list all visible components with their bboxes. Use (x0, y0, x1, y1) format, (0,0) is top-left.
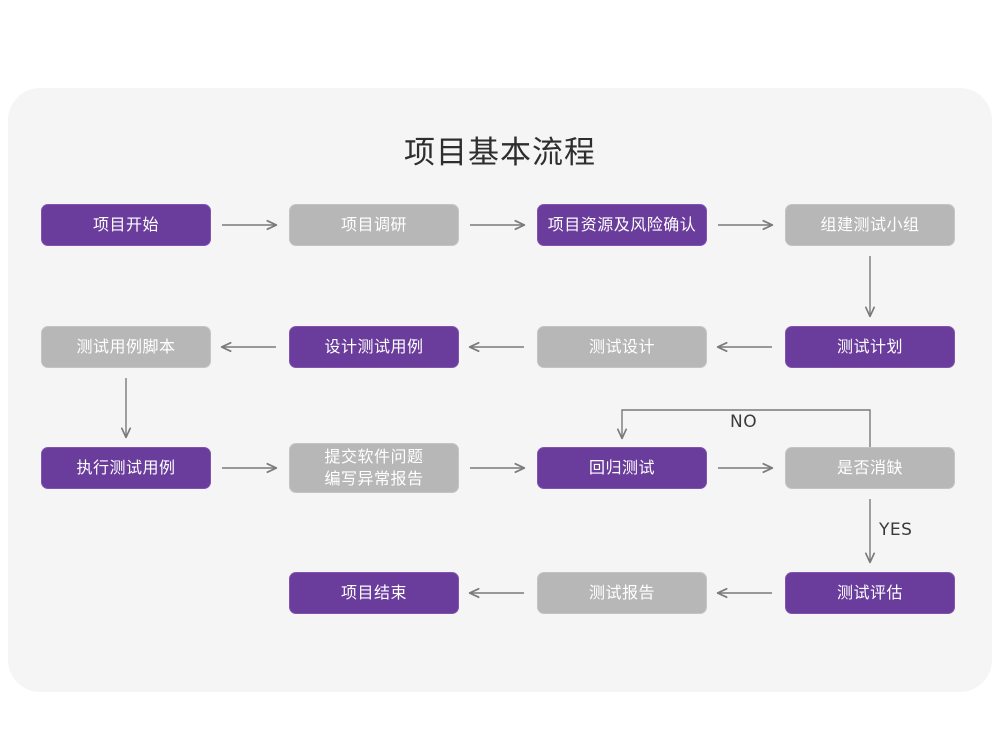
node-submit-issue-report[interactable]: 提交软件问题 编写异常报告 (289, 443, 459, 493)
page-title: 项目基本流程 (404, 135, 596, 171)
node-test-design[interactable]: 测试设计 (537, 326, 707, 368)
node-project-research[interactable]: 项目调研 (289, 204, 459, 246)
node-test-case-script[interactable]: 测试用例脚本 (41, 326, 211, 368)
node-project-end[interactable]: 项目结束 (289, 572, 459, 614)
node-design-test-case[interactable]: 设计测试用例 (289, 326, 459, 368)
node-project-start[interactable]: 项目开始 (41, 204, 211, 246)
node-test-plan[interactable]: 测试计划 (785, 326, 955, 368)
node-execute-test-case[interactable]: 执行测试用例 (41, 447, 211, 489)
node-test-evaluation[interactable]: 测试评估 (785, 572, 955, 614)
node-form-test-team[interactable]: 组建测试小组 (785, 204, 955, 246)
node-test-report[interactable]: 测试报告 (537, 572, 707, 614)
edge-label-yes: YES (879, 520, 913, 540)
node-regression-test[interactable]: 回归测试 (537, 447, 707, 489)
edge-label-no: NO (730, 412, 758, 432)
node-resource-risk-confirm[interactable]: 项目资源及风险确认 (537, 204, 707, 246)
node-defect-resolved[interactable]: 是否消缺 (785, 447, 955, 489)
